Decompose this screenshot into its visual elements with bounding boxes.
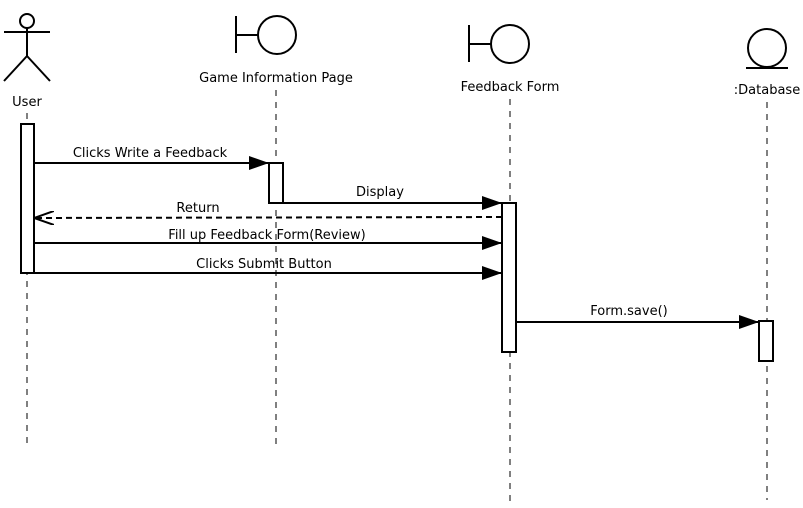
message-label: Form.save()	[590, 304, 667, 319]
participant-label-game-information-page: Game Information Page	[199, 71, 353, 86]
activation-user	[20, 123, 35, 274]
message-clicks-write-a-feedback: Clicks Write a Feedback	[34, 146, 269, 170]
participant-label-feedback-form: Feedback Form	[461, 80, 560, 95]
participant-user: User	[3, 13, 51, 445]
message-label: Clicks Submit Button	[196, 257, 332, 272]
message-label: Clicks Write a Feedback	[73, 146, 228, 161]
message-clicks-submit-button: Clicks Submit Button	[34, 257, 502, 280]
participant-label-user: User	[12, 95, 42, 110]
message-label: Return	[176, 201, 219, 216]
activation-game-information-page	[268, 162, 284, 204]
message-fill-up-feedback-form: Fill up Feedback Form(Review)	[34, 228, 502, 250]
participant-feedback-form: Feedback Form	[461, 24, 560, 505]
participant-database: :Database	[734, 28, 800, 500]
entity-icon	[746, 28, 788, 69]
message-display: Display	[283, 185, 502, 210]
participant-label-database: :Database	[734, 83, 800, 98]
message-label: Display	[356, 185, 404, 200]
boundary-icon	[235, 15, 297, 55]
activation-feedback-form	[501, 202, 517, 353]
message-return: Return	[34, 201, 503, 218]
participant-game-information-page: Game Information Page	[199, 15, 353, 445]
message-label: Fill up Feedback Form(Review)	[168, 228, 365, 243]
message-form-save: Form.save()	[516, 304, 759, 329]
boundary-icon	[468, 24, 530, 64]
actor-icon	[3, 13, 51, 82]
activation-database	[758, 320, 774, 362]
